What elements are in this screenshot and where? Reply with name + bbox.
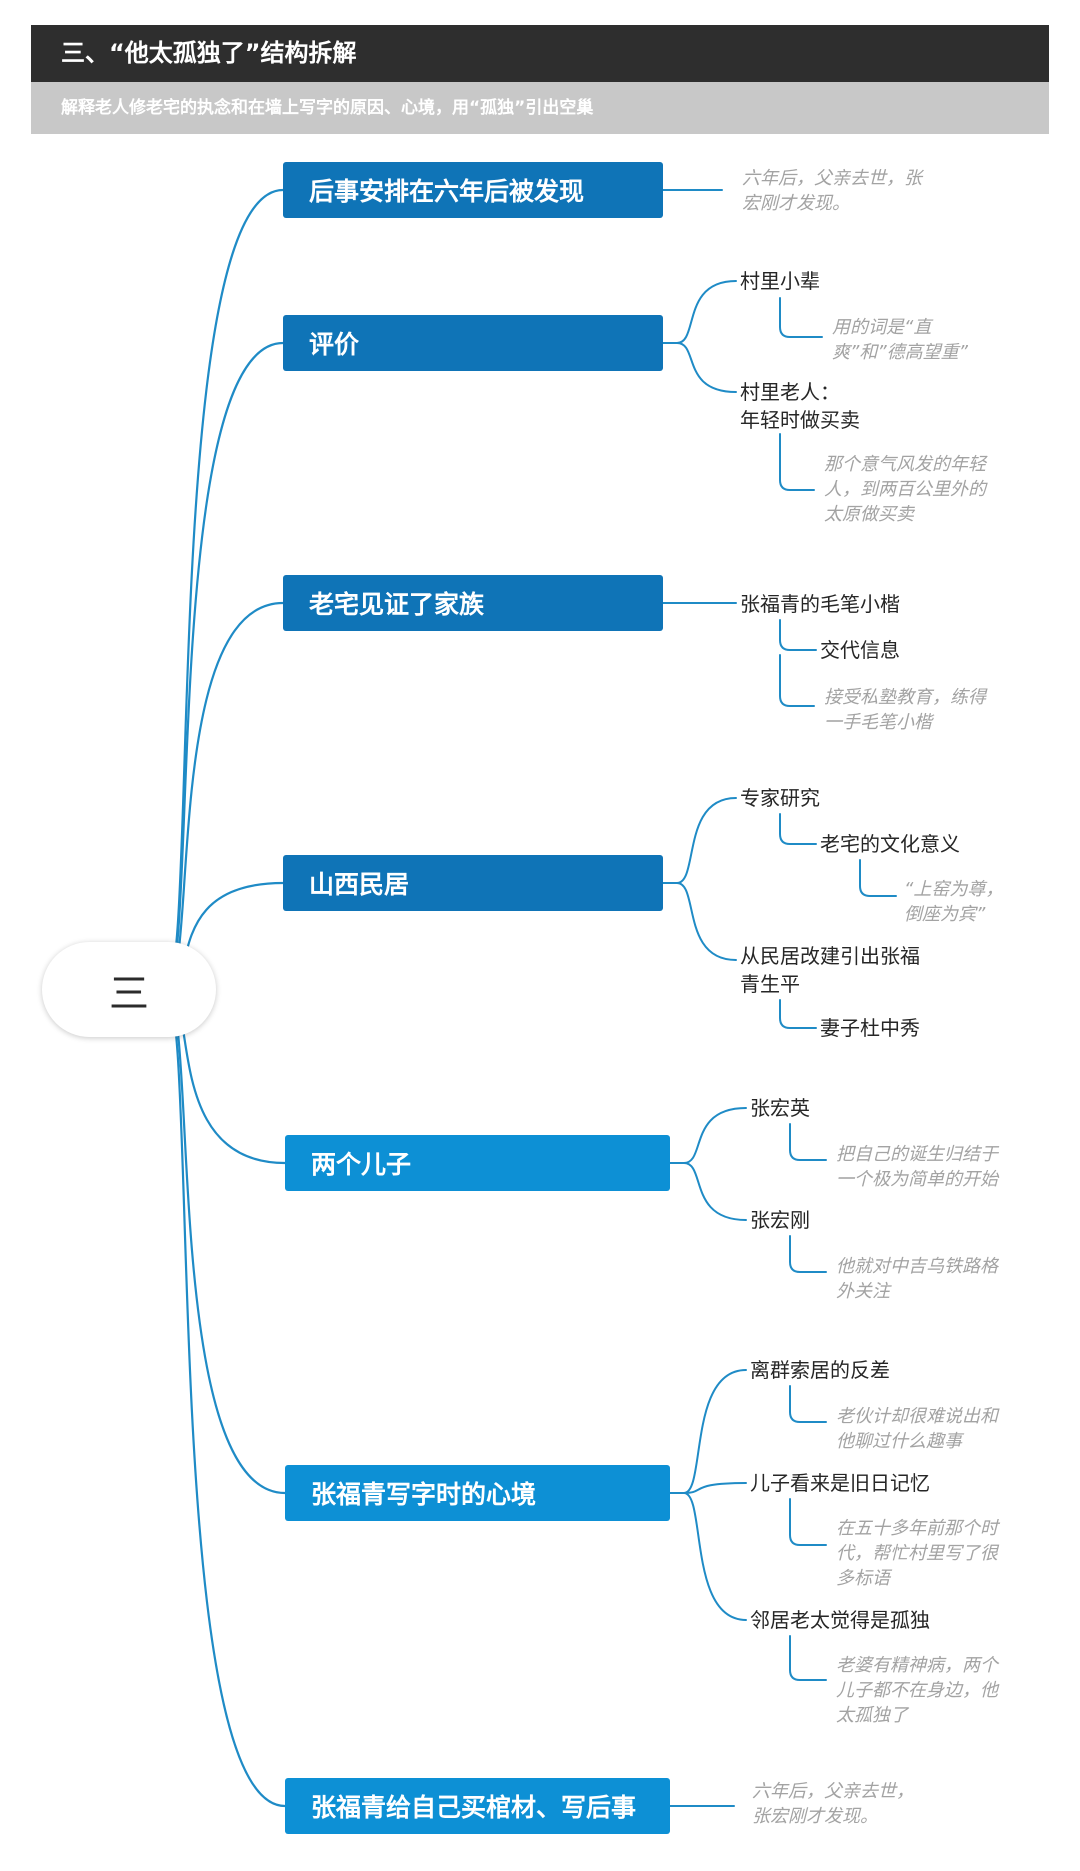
leaf-note: 外关注: [836, 1281, 890, 1302]
branch-note: 张宏刚才发现。: [752, 1806, 878, 1827]
leaf-note: 老婆有精神病，两个: [836, 1655, 998, 1676]
note-connector: [779, 654, 815, 707]
child-connector: [683, 1492, 747, 1621]
note-connector: [779, 297, 823, 338]
leaf-note: 儿子都不在身边，他: [836, 1680, 998, 1701]
branch-node-two-sons[interactable]: 两个儿子: [285, 1135, 670, 1191]
branch-node-shanxi-dwelling[interactable]: 山西民居: [283, 855, 663, 911]
note-connector: [789, 1385, 827, 1423]
note-connector: [789, 1235, 827, 1273]
branch-node-evaluation[interactable]: 评价: [283, 315, 663, 371]
sub-connector: [779, 619, 817, 651]
child-connector: [683, 1482, 747, 1494]
sub-connector: [779, 999, 817, 1029]
child-connector: [683, 1162, 747, 1221]
leaf-note: 他就对中吉乌铁路格: [836, 1256, 998, 1277]
note-connector: [859, 859, 897, 897]
root-node[interactable]: 三: [42, 942, 216, 1037]
leaf-note: 人，到两百公里外的: [824, 479, 986, 500]
leaf-note: 在五十多年前那个时: [836, 1518, 998, 1539]
sub-label: 妻子杜中秀: [820, 1016, 920, 1040]
branch-node-coffin-aftermath[interactable]: 张福青给自己买棺材、写后事: [285, 1778, 670, 1834]
note-connector: [789, 1498, 827, 1546]
leaf-note: 他聊过什么趣事: [836, 1431, 962, 1452]
child-connector: [676, 342, 737, 393]
leaf-note: 太孤独了: [836, 1705, 908, 1726]
branch-note: 六年后，父亲去世，: [752, 1781, 914, 1802]
leaf-label: 年轻时做买卖: [740, 408, 860, 432]
leaf-note: 那个意气风发的年轻: [824, 454, 986, 475]
leaf-label: 青生平: [740, 972, 800, 996]
branch-node-aftermath-found[interactable]: 后事安排在六年后被发现: [283, 162, 663, 218]
page-title: 三、“他太孤独了”结构拆解: [31, 25, 1049, 82]
branch-connector: [163, 988, 287, 1495]
leaf-label: 邻居老太觉得是孤独: [750, 1608, 930, 1632]
note-connector: [789, 1123, 827, 1161]
leaf-label: 专家研究: [740, 786, 820, 810]
note-connector: [779, 433, 815, 491]
leaf-note: 一手毛笔小楷: [824, 712, 932, 733]
child-connector: [683, 1369, 747, 1494]
leaf-label: 村里小辈: [740, 269, 820, 293]
page-subtitle: 解释老人修老宅的执念和在墙上写字的原因、心境，用“孤独”引出空巢: [31, 82, 1049, 134]
note-connector: [789, 1635, 827, 1681]
leaf-note: 接受私塾教育，练得: [824, 687, 986, 708]
sub-connector: [779, 813, 817, 845]
leaf-note: 多标语: [836, 1568, 890, 1589]
sub-label: 交代信息: [820, 638, 900, 662]
child-connector: [676, 280, 737, 344]
leaf-note: 把自己的诞生归结于: [836, 1144, 998, 1165]
leaf-note: 一个极为简单的开始: [836, 1169, 998, 1190]
leaf-label: 村里老人：: [740, 380, 840, 404]
leaf-label: 离群索居的反差: [750, 1358, 890, 1382]
branch-note: 宏刚才发现。: [742, 193, 850, 214]
leaf-label: 张宏英: [750, 1096, 810, 1120]
leaf-note: 爽”和”德高望重”: [832, 342, 968, 363]
leaf-note: 用的词是“直: [832, 317, 932, 338]
leaf-label: 儿子看来是旧日记忆: [750, 1471, 930, 1495]
child-connector: [676, 882, 737, 961]
child-connector: [683, 1107, 747, 1164]
branch-note: 六年后，父亲去世，张: [742, 168, 922, 189]
leaf-label: 张宏刚: [750, 1208, 810, 1232]
child-connector: [676, 797, 737, 884]
branch-node-old-house-witness[interactable]: 老宅见证了家族: [283, 575, 663, 631]
leaf-label: 张福青的毛笔小楷: [740, 592, 900, 616]
branch-connector: [163, 988, 287, 1808]
leaf-note: “上窑为尊，: [904, 879, 1004, 900]
branch-node-mood-writing[interactable]: 张福青写字时的心境: [285, 1465, 670, 1521]
leaf-note: 倒座为宾”: [904, 904, 986, 925]
leaf-note: 代，帮忙村里写了很: [836, 1543, 998, 1564]
leaf-note: 太原做买卖: [824, 504, 914, 525]
leaf-note: 老伙计却很难说出和: [836, 1406, 998, 1427]
leaf-label: 从民居改建引出张福: [740, 944, 920, 968]
sub-label: 老宅的文化意义: [820, 832, 960, 856]
